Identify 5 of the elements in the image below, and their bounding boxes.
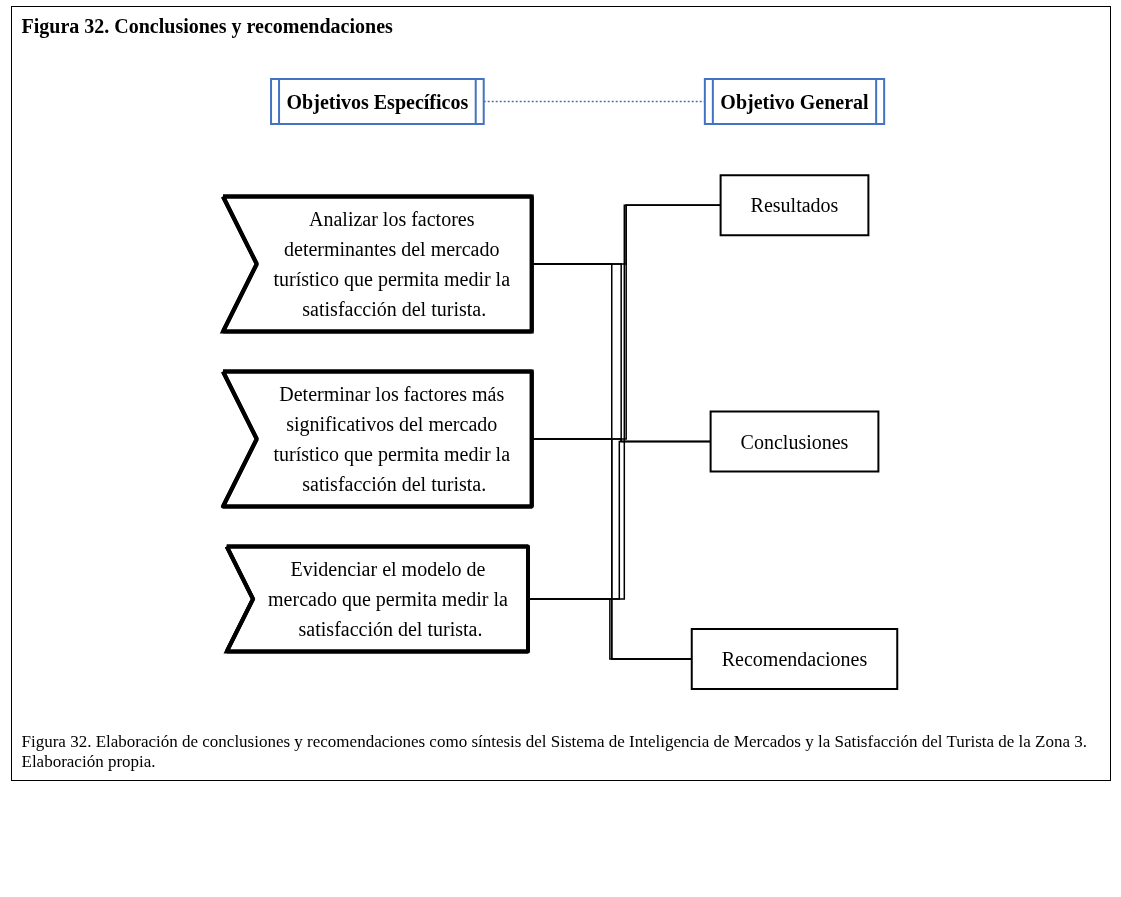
figure-caption: Figura 32. Elaboración de conclusiones y recomendaciones como síntesis del Sistema de Inteligencia de Mercados y la Satisfacción del Turista de la Zona 3. Elaboración propia.: [21, 732, 1088, 772]
node-box: Resultados: [720, 174, 870, 237]
node-box: Conclusiones: [710, 410, 880, 473]
node-box: Recomendaciones: [691, 628, 899, 690]
figure-title: Figura 32. Conclusiones y recomendaciones: [21, 15, 394, 38]
